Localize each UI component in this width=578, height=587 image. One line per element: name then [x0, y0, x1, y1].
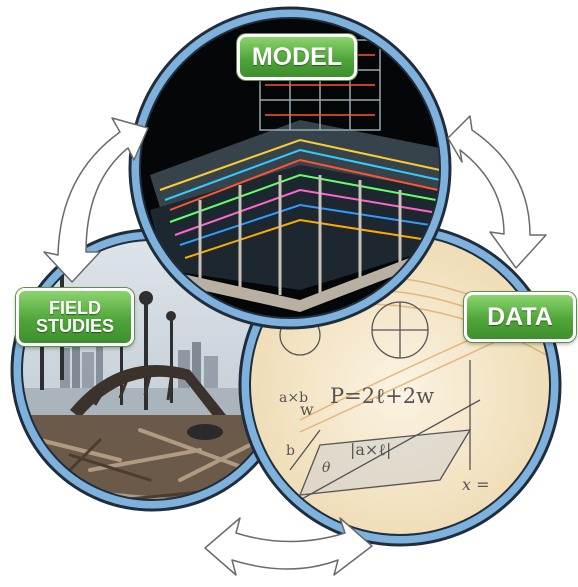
- field-studies-label: FIELD STUDIES: [16, 288, 134, 346]
- formula-text: P=2ℓ+2w: [330, 384, 434, 408]
- building-model-render: [140, 18, 440, 318]
- model-label-text: MODEL: [251, 42, 343, 71]
- cycle-arrow-left: [43, 117, 149, 283]
- abs-text: |a×ℓ|: [350, 440, 391, 459]
- axb-text: a×b: [279, 390, 308, 406]
- data-label: DATA: [464, 292, 576, 342]
- cycle-arrow-bottom: [204, 517, 373, 576]
- x-equals-text: x =: [462, 475, 490, 494]
- w-text: w: [300, 400, 314, 419]
- data-label-text: DATA: [487, 302, 553, 331]
- cycle-arrow-right: [447, 115, 547, 269]
- model-circle: [128, 6, 452, 330]
- theta-text: θ: [322, 460, 331, 476]
- field-studies-label-text: FIELD STUDIES: [35, 298, 114, 336]
- b-text: b: [286, 443, 295, 459]
- model-label: MODEL: [237, 34, 357, 80]
